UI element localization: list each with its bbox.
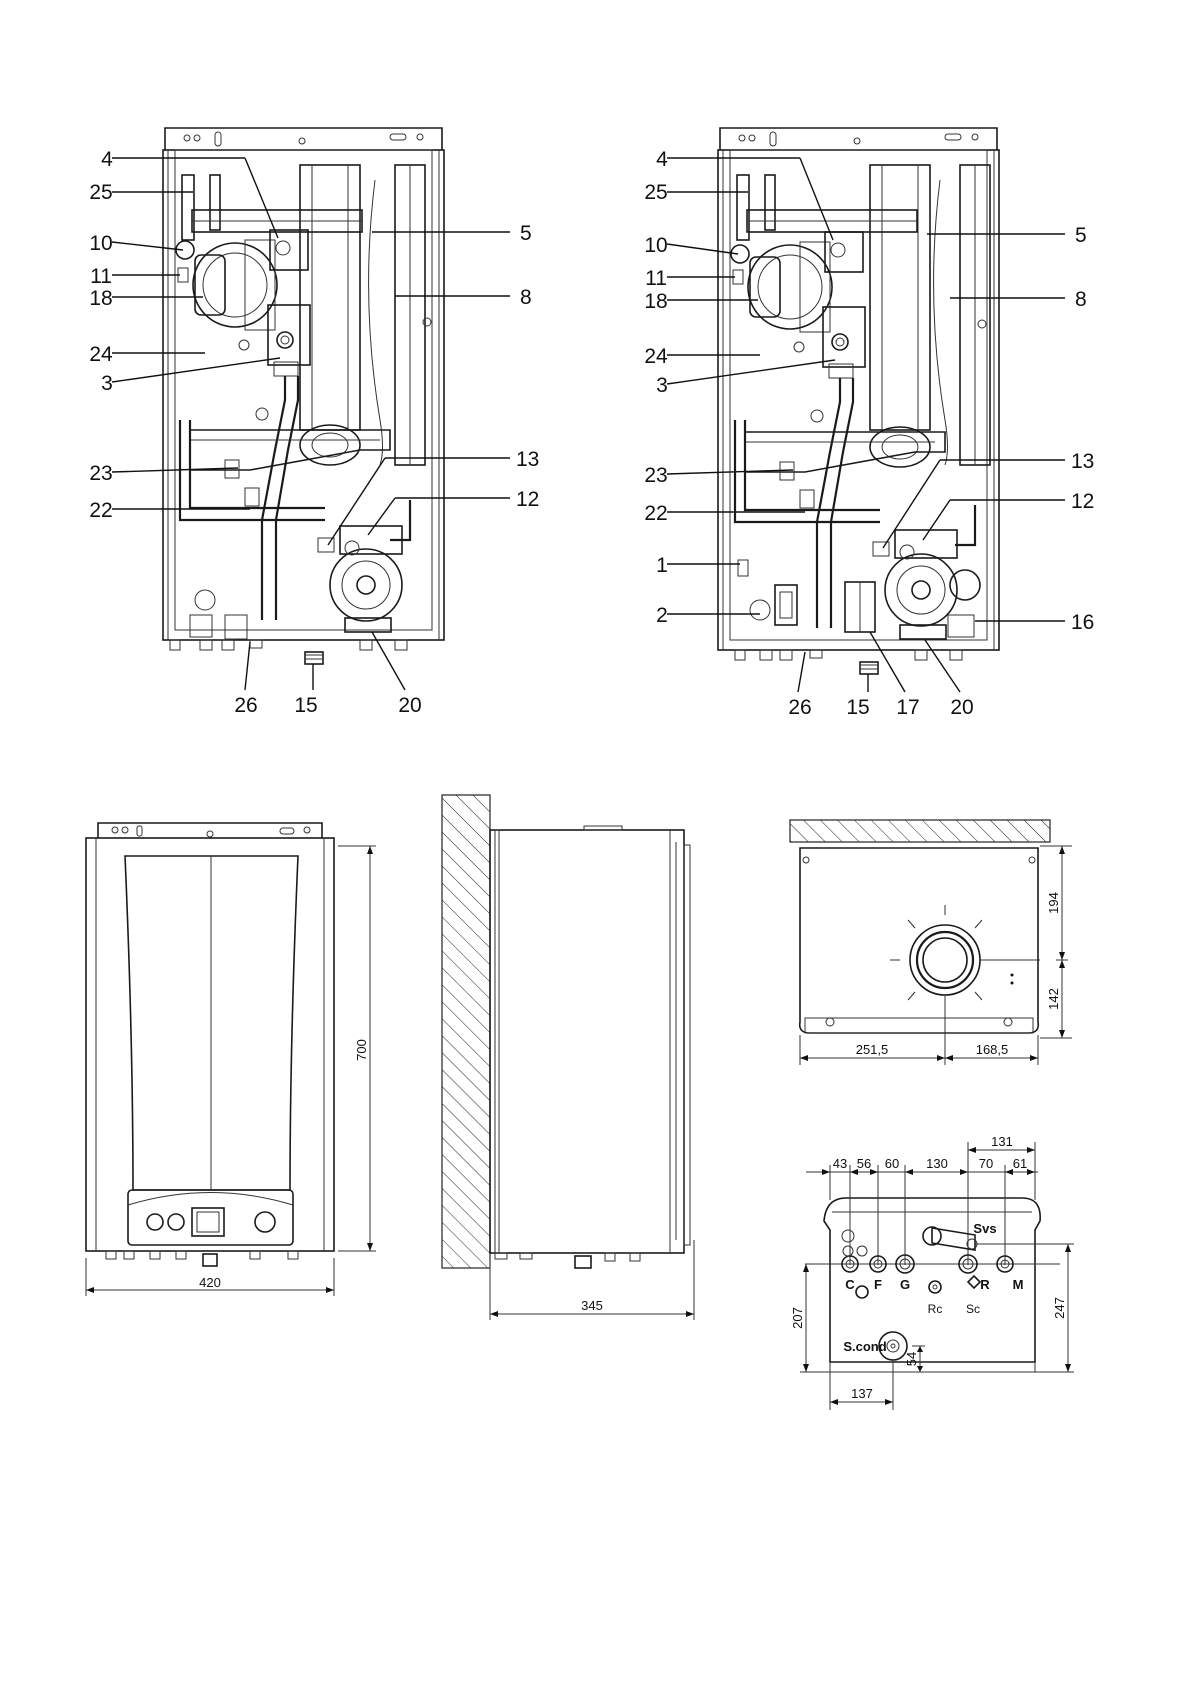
- callout-22-left: 22: [89, 499, 112, 522]
- bottom-dim-70: 70: [979, 1156, 993, 1171]
- callout-16-right: 16: [1071, 611, 1094, 634]
- top-dim-251: 251,5: [856, 1042, 889, 1057]
- bottom-dim-61: 61: [1013, 1156, 1027, 1171]
- side-depth-dim: 345: [581, 1298, 603, 1313]
- leader-lines-right: [667, 158, 1065, 692]
- callout-8-right: 8: [1075, 288, 1087, 311]
- connection-label-g: G: [900, 1277, 910, 1292]
- callout-1-right: 1: [656, 554, 668, 577]
- callout-4-left: 4: [101, 148, 113, 171]
- front-width-dim: 420: [199, 1275, 221, 1290]
- callout-11-left: 11: [90, 265, 112, 288]
- callout-26-right: 26: [788, 696, 811, 719]
- callout-11-right: 11: [645, 267, 667, 290]
- callout-18-left: 18: [89, 287, 112, 310]
- callout-17-right: 17: [896, 696, 919, 719]
- callout-18-right: 18: [644, 290, 667, 313]
- callout-25-right: 25: [644, 181, 667, 204]
- callout-25-left: 25: [89, 181, 112, 204]
- side-view: [442, 795, 694, 1320]
- bottom-dim-60: 60: [885, 1156, 899, 1171]
- callout-10-right: 10: [644, 234, 667, 257]
- callout-26-left: 26: [234, 694, 257, 717]
- front-height-dim: 700: [354, 1039, 369, 1061]
- top-dim-142: 142: [1046, 988, 1061, 1010]
- callout-10-left: 10: [89, 232, 112, 255]
- bottom-dim-130: 130: [926, 1156, 948, 1171]
- connection-label-m: M: [1013, 1277, 1024, 1292]
- bottom-dim-131: 131: [991, 1134, 1013, 1149]
- callout-23-left: 23: [89, 462, 112, 485]
- callout-20-left: 20: [398, 694, 421, 717]
- connection-label-sc: Sc: [966, 1302, 980, 1316]
- connection-label-rc: Rc: [928, 1302, 943, 1316]
- callout-15-right: 15: [846, 696, 869, 719]
- bottom-dim-56: 56: [857, 1156, 871, 1171]
- callout-24-left: 24: [89, 343, 113, 366]
- callout-4-right: 4: [656, 148, 668, 171]
- callout-12-right: 12: [1071, 490, 1094, 513]
- callout-24-right: 24: [644, 345, 668, 368]
- bottom-dim-137: 137: [851, 1386, 873, 1401]
- connection-label-c: C: [845, 1277, 855, 1292]
- callout-13-right: 13: [1071, 450, 1094, 473]
- top-dim-168: 168,5: [976, 1042, 1009, 1057]
- callout-20-right: 20: [950, 696, 973, 719]
- callout-5-left: 5: [520, 222, 532, 245]
- leader-lines-left: [112, 158, 510, 690]
- callout-3-right: 3: [656, 374, 668, 397]
- connection-label-r: R: [980, 1277, 990, 1292]
- callout-2-right: 2: [656, 604, 668, 627]
- top-view: [790, 820, 1072, 1065]
- callout-3-left: 3: [101, 372, 113, 395]
- callout-13-left: 13: [516, 448, 539, 471]
- boiler-internal-diagram-right: [718, 128, 999, 674]
- bottom-dim-43: 43: [833, 1156, 847, 1171]
- bottom-dim-54: 54: [904, 1352, 919, 1366]
- connection-label-svs: Svs: [973, 1221, 996, 1236]
- callout-8-left: 8: [520, 286, 532, 309]
- boiler-internal-diagram-left: [163, 128, 444, 664]
- callout-5-right: 5: [1075, 224, 1087, 247]
- bottom-dim-207: 207: [790, 1307, 805, 1329]
- callout-12-left: 12: [516, 488, 539, 511]
- connection-label-scond: S.cond: [843, 1339, 886, 1354]
- bottom-view: [800, 1142, 1074, 1410]
- bottom-dim-247: 247: [1052, 1297, 1067, 1319]
- connection-label-f: F: [874, 1277, 882, 1292]
- front-view: [86, 823, 376, 1296]
- callout-15-left: 15: [294, 694, 317, 717]
- callout-23-right: 23: [644, 464, 667, 487]
- top-dim-194: 194: [1046, 892, 1061, 914]
- callout-22-right: 22: [644, 502, 667, 525]
